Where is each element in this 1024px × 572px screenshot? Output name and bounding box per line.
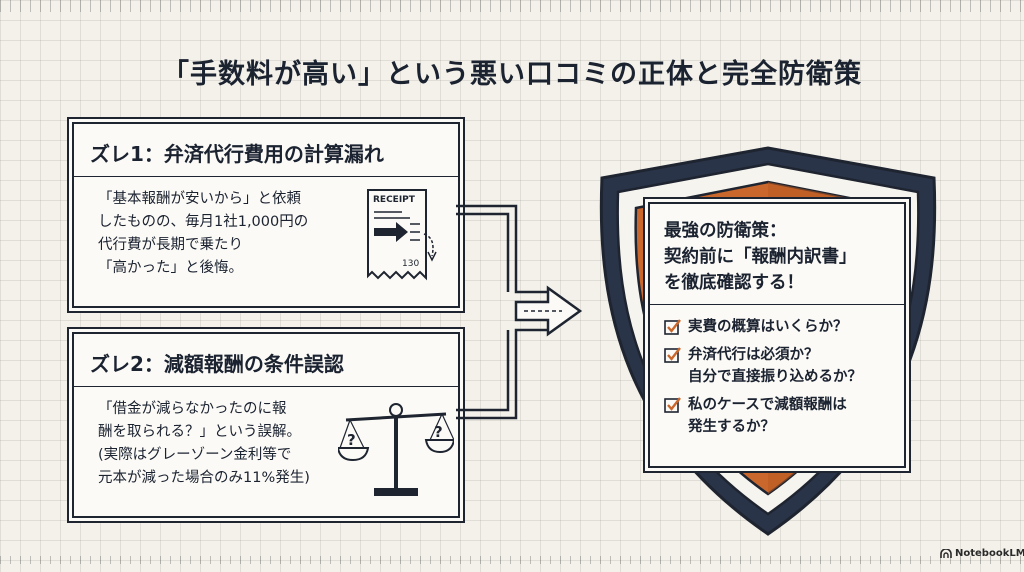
checklist-item-text: 自分で直接振り込めるか？ [688, 369, 862, 385]
gap-card-2-title: ズレ2：減額報酬の条件誤認 [90, 352, 344, 376]
page-title: 「手数料が高い」という悪い口コミの正体と完全防衛策 [162, 59, 862, 90]
scale-question-left: ? [347, 431, 356, 449]
gap-card-1: ズレ1：弁済代行費用の計算漏れ 「基本報酬が安いから」と依頼 したものの、毎月1… [72, 122, 460, 308]
checklist-item-text: 実費の概算はいくらか？ [688, 319, 848, 335]
checkbox-checked-icon [664, 319, 681, 335]
checklist-item: 実費の概算はいくらか？ [664, 316, 862, 338]
checkbox-checked-icon [664, 397, 681, 413]
defense-card: 最強の防衛策： 契約前に「報酬内訳書」 を徹底確認する！ 実費の概算はいくらか？… [648, 202, 906, 468]
receipt-label: RECEIPT [373, 195, 416, 205]
card-divider [74, 386, 458, 387]
checklist-item-text: 私のケースで減額報酬は [688, 397, 847, 413]
gap-card-1-title: ズレ1：弁済代行費用の計算漏れ [90, 142, 384, 166]
top-ruler [0, 0, 1024, 12]
defense-heading-line: 最強の防衛策： [664, 221, 787, 241]
defense-heading: 最強の防衛策： 契約前に「報酬内訳書」 を徹底確認する！ [664, 218, 857, 296]
bottom-ruler [0, 556, 1024, 564]
checklist-item-text: 弁済代行は必須か？ [688, 347, 819, 363]
gap-card-2: ズレ2：減額報酬の条件誤認 「借金が減らなかったのに報 酬を取られる？」という誤… [72, 332, 460, 518]
checkbox-checked-icon [664, 347, 681, 363]
checklist-item: 私のケースで減額報酬は 発生するか？ [664, 394, 862, 438]
gap-card-1-body: 「基本報酬が安いから」と依頼 したものの、毎月1社1,000円の 代行費が長期で… [98, 188, 308, 280]
receipt-amount: 130 [402, 259, 419, 269]
body-line: したものの、毎月1社1,000円の [98, 214, 309, 230]
body-line: 「高かった」と後悔。 [98, 260, 243, 276]
defense-checklist: 実費の概算はいくらか？ 弁済代行は必須か？ 自分で直接振り込めるか？ 私のケース… [664, 316, 862, 444]
scale-question-right: ? [434, 423, 443, 441]
body-line: 元本が減った場合のみ11%発生) [98, 470, 310, 486]
merge-arrow-icon [456, 204, 583, 420]
card-divider [74, 176, 458, 177]
defense-divider [650, 304, 904, 305]
body-line: 酬を取られる？」という誤解。 [98, 424, 301, 440]
body-line: (実際はグレーゾーン金利等で [98, 447, 292, 463]
checklist-item-text: 発生するか？ [688, 419, 775, 435]
defense-heading-line: 契約前に「報酬内訳書」 [664, 247, 857, 267]
body-line: 代行費が長期で乗たり [98, 237, 243, 253]
balance-scale-icon: ? ? [338, 403, 454, 496]
receipt-icon: RECEIPT 130 [367, 189, 437, 281]
defense-heading-line: を徹底確認する！ [664, 273, 804, 293]
body-line: 「借金が減らなかったのに報 [98, 401, 287, 417]
brand-label: NotebookLM [955, 548, 1024, 559]
notebooklm-logo-icon [940, 548, 952, 558]
checklist-item: 弁済代行は必須か？ 自分で直接振り込めるか？ [664, 344, 862, 388]
gap-card-2-body: 「借金が減らなかったのに報 酬を取られる？」という誤解。 (実際はグレーゾーン金… [98, 398, 310, 490]
notebooklm-brand: NotebookLM [940, 548, 1024, 559]
body-line: 「基本報酬が安いから」と依頼 [98, 191, 301, 207]
